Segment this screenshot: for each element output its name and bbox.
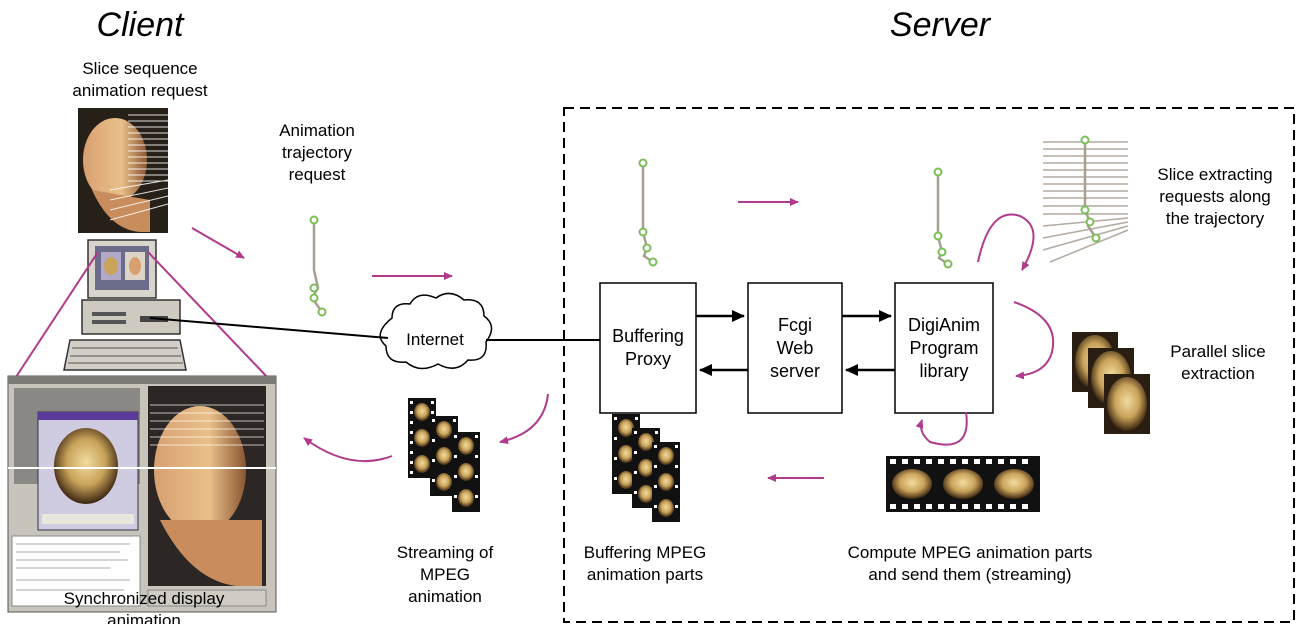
slice-requests-label: Slice extracting requests along the traj… bbox=[1157, 165, 1273, 228]
flow-arrows bbox=[191, 198, 1055, 482]
head-slices-image bbox=[78, 108, 169, 233]
client-trajectory bbox=[309, 215, 327, 317]
fcgi-web-server-label: Fcgi Web server bbox=[769, 314, 820, 381]
internet-label: Internet bbox=[406, 330, 464, 349]
horizontal-film-strip bbox=[886, 456, 1040, 512]
server-trajectory-2 bbox=[933, 167, 953, 269]
digianim-library-box bbox=[894, 282, 994, 414]
server-trajectory-1 bbox=[638, 158, 658, 267]
internet-cloud bbox=[379, 292, 493, 370]
zoom-lines bbox=[13, 251, 271, 381]
parallel-extraction-label: Parallel slice extraction bbox=[1170, 342, 1266, 383]
synchronized-display-label: Synchronized display animation bbox=[63, 589, 225, 624]
server-boundary bbox=[563, 107, 1295, 623]
digianim-library-label: DigiAnim Program library bbox=[907, 314, 981, 381]
buffering-proxy-box bbox=[599, 282, 697, 414]
server-heading: Server bbox=[889, 6, 991, 44]
client-app-screenshot bbox=[7, 375, 277, 613]
trajectory-request-label: Animation trajectory request bbox=[279, 121, 355, 184]
slice-request-label: Slice sequence animation request bbox=[72, 59, 208, 100]
client-computer bbox=[63, 239, 187, 371]
client-film-strips bbox=[408, 398, 480, 512]
buffering-proxy-label: Buffering Proxy bbox=[612, 326, 684, 369]
buffering-mpeg-label: Buffering MPEG animation parts bbox=[583, 543, 707, 584]
compute-mpeg-label: Compute MPEG animation parts and send th… bbox=[847, 543, 1093, 584]
streaming-label: Streaming of MPEG animation bbox=[396, 543, 494, 606]
parallel-slice-images bbox=[1072, 332, 1150, 434]
server-film-strips bbox=[612, 414, 680, 522]
fcgi-web-server-box bbox=[747, 282, 843, 414]
client-heading: Client bbox=[96, 6, 184, 44]
slice-trajectory bbox=[1080, 135, 1101, 243]
network-links bbox=[149, 317, 600, 341]
